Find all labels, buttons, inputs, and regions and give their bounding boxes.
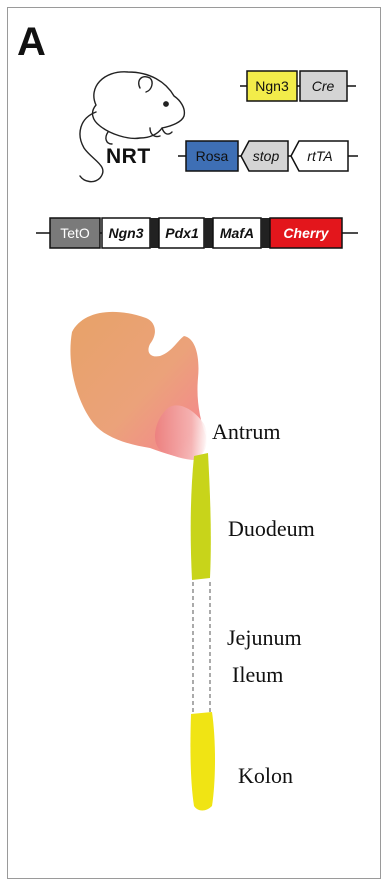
spacer-2 <box>204 218 213 248</box>
ileum-label: Ileum <box>232 662 283 688</box>
ngn3-cre-construct: Ngn3 Cre <box>240 71 356 101</box>
mouse-strain-label: NRT <box>106 145 151 169</box>
teto-label: TetO <box>60 225 90 241</box>
rtta-label: rtTA <box>307 148 332 164</box>
rosa-label: Rosa <box>196 148 229 164</box>
colon-label: Kolon <box>238 763 293 789</box>
mafa-label: MafA <box>220 225 254 241</box>
cre-label: Cre <box>312 78 335 94</box>
spacer-3 <box>261 218 270 248</box>
ngn3-label: Ngn3 <box>255 78 289 94</box>
antrum-label: Antrum <box>212 419 280 445</box>
cherry-label: Cherry <box>283 225 329 241</box>
jejunum-label: Jejunum <box>227 625 302 651</box>
spacer-1 <box>150 218 159 248</box>
duodenum-segment <box>191 453 211 580</box>
duodenum-label: Duodeum <box>228 516 315 542</box>
ngn3-cds-label: Ngn3 <box>109 225 144 241</box>
pdx1-label: Pdx1 <box>165 225 199 241</box>
stop-label: stop <box>253 148 280 164</box>
rosa-stop-rttta-construct: Rosa stop rtTA <box>178 141 358 171</box>
teto-construct: TetO Ngn3 Pdx1 MafA Cherry <box>36 218 358 248</box>
colon-segment <box>190 712 215 811</box>
jejunum-ileum-dashed <box>193 582 210 712</box>
